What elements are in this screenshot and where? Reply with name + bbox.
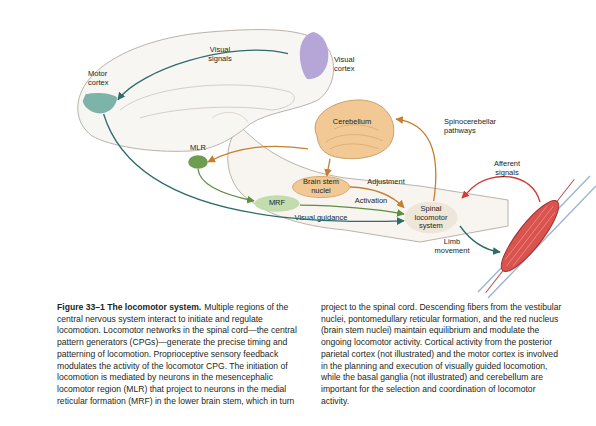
muscle-belly [493, 194, 566, 278]
pathway-arrow [327, 159, 330, 176]
region-node: Motor cortex [82, 92, 118, 114]
region-node: Spinal locomotor system [404, 201, 458, 234]
pathway-arrow [208, 146, 308, 162]
region-node: MRF [254, 195, 300, 212]
pathway-arrow [198, 169, 254, 201]
thalamus-outline [212, 112, 248, 122]
annotation-label: Afferent signals [486, 160, 528, 177]
region-node: Brain stem nuclei [292, 176, 350, 198]
brain-outline [78, 30, 334, 152]
figure-caption: Multiple regions of the central nervous … [57, 302, 561, 406]
region-label: Visual cortex [334, 56, 368, 73]
pathway-label: Adjustment [364, 178, 408, 187]
region-fill [315, 100, 394, 159]
region-fill [405, 202, 458, 234]
region-node: Visual cortex [288, 32, 330, 80]
region-label: MLR [182, 144, 214, 153]
limb-bone [478, 176, 590, 292]
pathway-arrow [350, 187, 404, 208]
region-label: Cerebellum [308, 118, 396, 127]
corpus-callosum [120, 85, 294, 118]
annotation-label: Limb movement [432, 238, 472, 255]
figure-title: Figure 33–1 The locomotor system. [57, 302, 201, 312]
region-node: Cerebellum [308, 96, 396, 162]
limb-bone [488, 186, 596, 298]
pathway-arrow [300, 205, 404, 214]
region-label: Motor cortex [88, 70, 122, 87]
pathway-arrow [396, 119, 436, 201]
pathway-label: Activation [350, 197, 392, 206]
pathway-label: Spinocerebellar pathways [444, 118, 506, 135]
cerebellum-folia [326, 125, 383, 149]
pathway-arrow [104, 114, 404, 221]
muscle-symbol [476, 172, 584, 300]
region-label: Brain stem nuclei [300, 178, 342, 195]
region-label: Spinal locomotor system [406, 205, 456, 231]
region-shape [288, 32, 330, 80]
caption-block: Figure 33–1 The locomotor system.Multipl… [57, 302, 563, 424]
pathway-label: Visual guidance [294, 214, 348, 223]
region-node: MLR [188, 155, 208, 169]
region-fill [300, 32, 328, 79]
pathway-arrow [118, 50, 288, 99]
region-shape [308, 96, 396, 162]
tendon [486, 179, 575, 292]
region-fill [254, 195, 299, 211]
region-fill [188, 155, 208, 168]
region-shape [188, 155, 208, 169]
region-shape [82, 92, 118, 114]
region-fill [83, 93, 118, 113]
pathway-label: Visual signals [198, 46, 242, 63]
region-fill [293, 176, 350, 197]
region-label: MRF [254, 199, 300, 208]
afferent-arrow [462, 176, 540, 202]
muscle-fibers [503, 203, 558, 269]
